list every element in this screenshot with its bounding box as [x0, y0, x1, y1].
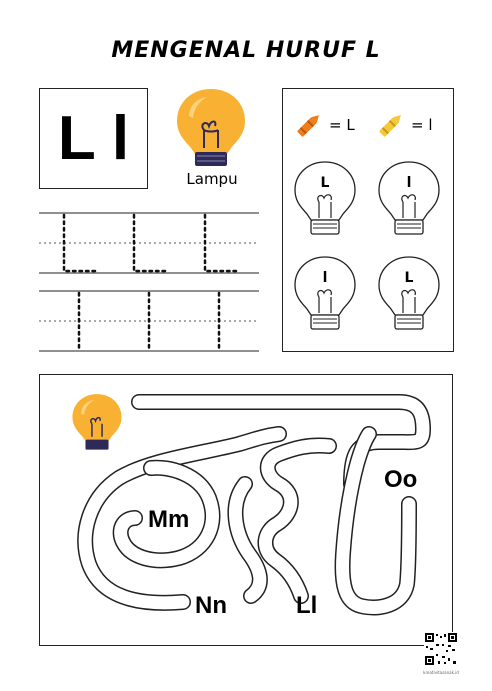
crayon-icon [297, 115, 319, 137]
footer-website: kreativitasanak.id [423, 670, 459, 675]
lightbulb-outline-icon [378, 161, 440, 235]
coloring-panel [282, 88, 454, 352]
lightbulb-outline-icon [378, 256, 440, 330]
lightbulb-outline-icon [294, 256, 356, 330]
maze-panel [39, 374, 453, 646]
bulb-letter: l [406, 175, 412, 191]
maze-label-oo: Oo [384, 466, 418, 493]
maze-label-ll: Ll [296, 592, 318, 619]
picture-word: Lampu [186, 170, 238, 188]
maze-paths [77, 394, 431, 616]
lightbulb-icon [177, 89, 245, 166]
bulb-letter: l [322, 270, 328, 286]
letter-box: L l [39, 88, 148, 189]
lightbulb-icon [72, 394, 122, 450]
maze-label-nn: Nn [195, 592, 227, 619]
qr-code [424, 632, 458, 666]
lightbulb-outline-icon [294, 161, 356, 235]
bulb-letter: L [404, 270, 414, 286]
legend-orange: = L [292, 110, 355, 140]
bulb-letter: L [320, 175, 330, 191]
maze-label-mm: Mm [148, 506, 190, 533]
legend-yellow: = l [374, 110, 433, 140]
crayon-icon [379, 115, 401, 137]
legend-text: = l [411, 116, 433, 134]
legend-text: = L [329, 116, 355, 134]
tracing-lines [39, 212, 259, 353]
page-title: MENGENAL HURUF L [111, 38, 381, 63]
